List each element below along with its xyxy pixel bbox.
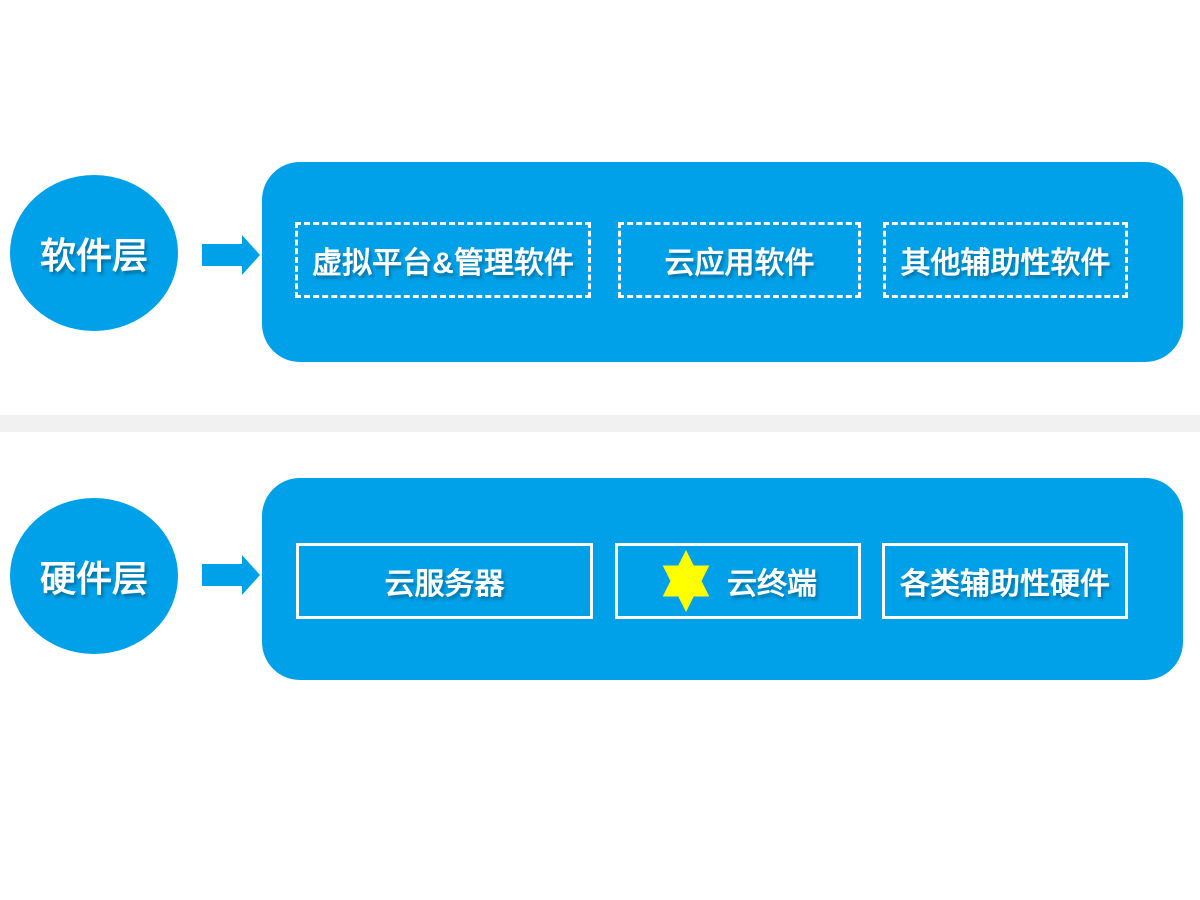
software-item-label: 其他辅助性软件: [900, 247, 1111, 280]
software-item-cloud-app-box: 云应用软件: [618, 222, 861, 298]
hardware-right-arrow-icon: [202, 555, 260, 595]
software-panel: 虚拟平台&管理软件 云应用软件 其他辅助性软件: [262, 162, 1183, 362]
software-item-label: 虚拟平台&管理软件: [312, 247, 574, 280]
hardware-panel: 云服务器 云终端 各类辅助性硬件: [262, 478, 1183, 680]
hardware-item-label: 各类辅助性硬件: [900, 568, 1110, 601]
arrow-head: [242, 555, 260, 595]
hardware-item-other-hardware-box: 各类辅助性硬件: [882, 543, 1128, 619]
hardware-item-cloud-server-box: 云服务器: [296, 543, 593, 619]
software-layer-circle: 软件层: [10, 175, 178, 331]
arrow-shaft: [202, 244, 243, 266]
hardware-item-label: 云服务器: [384, 568, 505, 601]
hardware-item-cloud-terminal-box: 云终端: [615, 543, 861, 619]
arrow-head: [242, 235, 260, 275]
software-right-arrow-icon: [202, 235, 260, 275]
software-item-virtual-platform-box: 虚拟平台&管理软件: [295, 222, 591, 298]
hardware-layer-label: 硬件层: [39, 558, 148, 599]
section-divider: [0, 415, 1200, 432]
arrow-shaft: [202, 564, 243, 586]
software-item-label: 云应用软件: [664, 247, 815, 280]
software-item-other-software-box: 其他辅助性软件: [883, 222, 1128, 298]
software-layer-label: 软件层: [39, 235, 148, 276]
hardware-layer-circle: 硬件层: [10, 498, 178, 654]
six-pointed-star-icon: [662, 550, 710, 612]
hardware-item-label: 云终端: [727, 568, 817, 601]
